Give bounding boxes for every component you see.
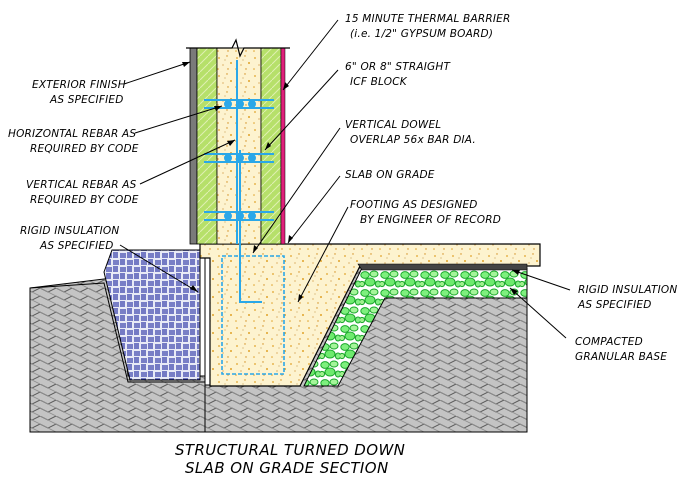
label-slab-on-grade: SLAB ON GRADE [345, 169, 435, 181]
label-thermal-barrier-line1: 15 MINUTE THERMAL BARRIER [345, 13, 510, 25]
label-vertical-rebar-line1: VERTICAL REBAR AS [26, 179, 137, 191]
label-vertical-rebar-line2: REQUIRED BY CODE [30, 194, 139, 206]
label-icf-block-line2: ICF BLOCK [350, 76, 408, 88]
concrete-footing-slab [199, 243, 541, 387]
label-footing-line1: FOOTING AS DESIGNED [350, 199, 478, 211]
earth-fill-left [29, 282, 206, 433]
drawing-title-line2: SLAB ON GRADE SECTION [185, 459, 389, 477]
leader-vertical-dowel [252, 127, 341, 254]
label-rigid-insulation-left-line1: RIGID INSULATION [20, 225, 119, 237]
leader-lines [119, 19, 571, 339]
label-rigid-insulation-right-line2: AS SPECIFIED [577, 299, 652, 311]
rigid-insulation-left [103, 249, 201, 381]
leader-rigid-insulation-left [119, 244, 199, 293]
leader-thermal-barrier [282, 19, 339, 91]
label-rigid-insulation-right-line1: RIGID INSULATION [578, 284, 677, 296]
label-granular-base-line1: COMPACTED [575, 336, 643, 348]
icf-foam-outer [196, 47, 218, 245]
rigid-insulation-right [357, 263, 528, 271]
label-horizontal-rebar-line1: HORIZONTAL REBAR AS [8, 128, 136, 140]
leader-vertical-rebar [139, 139, 236, 185]
leader-arrowheads [182, 62, 520, 302]
label-thermal-barrier-line2: (i.e. 1/2" GYPSUM BOARD) [350, 28, 493, 40]
label-footing-line2: BY ENGINEER OF RECORD [360, 214, 501, 226]
vertical-dowel [239, 150, 262, 303]
break-line [186, 38, 290, 58]
label-vertical-dowel-line1: VERTICAL DOWEL [345, 119, 441, 131]
leader-granular-base [509, 287, 567, 339]
label-granular-base-line2: GRANULAR BASE [575, 351, 667, 363]
leader-icf-block [264, 69, 339, 151]
label-exterior-finish-line2: AS SPECIFIED [49, 94, 124, 106]
label-horizontal-rebar-line2: REQUIRED BY CODE [30, 143, 139, 155]
label-rigid-insulation-left-line2: AS SPECIFIED [39, 240, 114, 252]
label-vertical-dowel-line2: OVERLAP 56x BAR DIA. [350, 134, 476, 146]
leader-horizontal-rebar [134, 105, 223, 134]
leader-slab-on-grade [287, 175, 341, 244]
drawing-title-line1: STRUCTURAL TURNED DOWN [175, 441, 405, 459]
leader-footing [297, 206, 349, 303]
gypsum-board [280, 47, 286, 245]
footing-rebar-cage [221, 255, 285, 375]
leader-rigid-insulation-right [511, 269, 571, 291]
exterior-finish-layer [189, 47, 198, 245]
label-exterior-finish-line1: EXTERIOR FINISH [32, 79, 126, 91]
label-icf-block-line1: 6" OR 8" STRAIGHT [345, 61, 451, 73]
leader-exterior-finish [123, 61, 191, 85]
